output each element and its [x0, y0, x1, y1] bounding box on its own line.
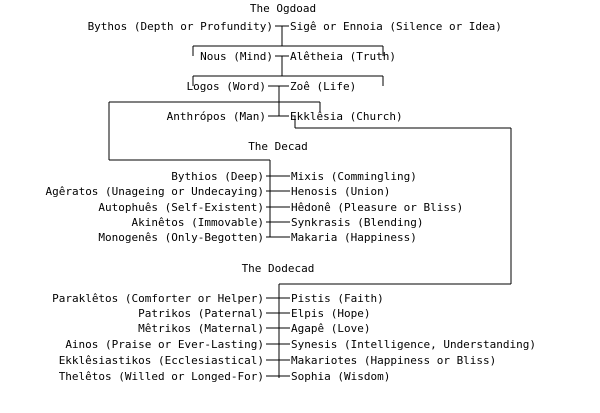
ogdoad-left-2: Nous (Mind): [200, 50, 273, 63]
decad-right-4: Synkrasis (Blending): [291, 216, 423, 229]
ogdoad-right-1: Sigê or Ennoia (Silence or Idea): [290, 20, 502, 33]
dodecad-right-2: Elpis (Hope): [291, 307, 370, 320]
decad-right-2: Henosis (Union): [291, 185, 390, 198]
ogdoad-right-4: Ekklêsia (Church): [290, 110, 403, 123]
decad-left-1: Bythios (Deep): [171, 170, 264, 183]
decad-right-5: Makaria (Happiness): [291, 231, 417, 244]
decad-left-4: Akinêtos (Immovable): [132, 216, 264, 229]
ogdoad-title: The Ogdoad: [250, 2, 316, 15]
ogdoad-left-3: Logos (Word): [187, 80, 266, 93]
dodecad-connectors: [266, 297, 290, 377]
dodecad-right-3: Agapê (Love): [291, 322, 370, 335]
dodecad-left-1: Paraklêtos (Comforter or Helper): [52, 292, 264, 305]
dodecad-right-1: Pistis (Faith): [291, 292, 384, 305]
decad-left-2: Agêratos (Unageing or Undecaying): [45, 185, 264, 198]
decad-left-5: Monogenês (Only-Begotten): [98, 231, 264, 244]
decad-right-3: Hêdonê (Pleasure or Bliss): [291, 201, 463, 214]
ogdoad-connectors: [108, 25, 512, 378]
decad-connectors: [266, 175, 290, 238]
ogdoad-right-3: Zoê (Life): [290, 80, 356, 93]
dodecad-left-4: Ainos (Praise or Ever-Lasting): [65, 338, 264, 351]
ogdoad-left-1: Bythos (Depth or Profundity): [88, 20, 273, 33]
decad-title: The Decad: [248, 140, 308, 153]
dodecad-title: The Dodecad: [242, 262, 315, 275]
ogdoad-left-4: Anthrópos (Man): [167, 110, 266, 123]
dodecad-right-6: Sophia (Wisdom): [291, 370, 390, 383]
dodecad-left-2: Patrikos (Paternal): [138, 307, 264, 320]
dodecad-right-4: Synesis (Intelligence, Understanding): [291, 338, 536, 351]
dodecad-right-5: Makariotes (Happiness or Bliss): [291, 354, 496, 367]
dodecad-left-6: Thelêtos (Willed or Longed-For): [59, 370, 264, 383]
decad-left-3: Autophuês (Self-Existent): [98, 201, 264, 214]
decad-right-1: Mixis (Commingling): [291, 170, 417, 183]
ogdoad-right-2: Alêtheia (Truth): [290, 50, 396, 63]
dodecad-left-5: Ekklêsiastikos (Ecclesiastical): [59, 354, 264, 367]
dodecad-left-3: Mêtrikos (Maternal): [138, 322, 264, 335]
